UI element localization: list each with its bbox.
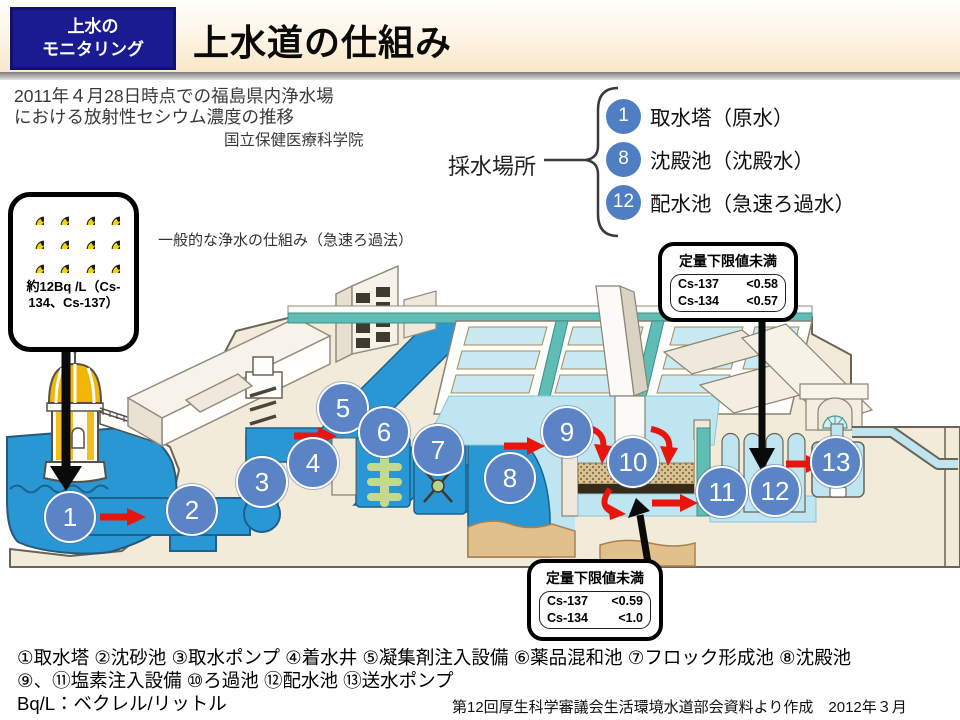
unit-note: Bq/L：ベクレル/リットル bbox=[17, 693, 227, 714]
walkway-slab bbox=[184, 373, 254, 413]
tag-line2: モニタリング bbox=[42, 39, 144, 59]
intro-line2: における放射性セシウム濃度の推移 bbox=[14, 107, 294, 127]
pump-building bbox=[126, 317, 332, 448]
sampling-item-distribution: 12 配水池（急速ろ過水） bbox=[606, 184, 855, 220]
isotope-value: <1.0 bbox=[618, 610, 643, 625]
legend-line2: ⑨、⑪塩素注入設備 ⑩ろ過池 ⑫配水池 ⑬送水ポンプ bbox=[17, 670, 454, 691]
step-marker-8: 8 bbox=[484, 452, 536, 504]
sampling-item-sedimentation: 8 沈殿池（沈殿水） bbox=[606, 141, 814, 177]
step-marker-13: 13 bbox=[810, 436, 862, 488]
isotope-label: Cs-134 bbox=[547, 610, 588, 625]
isotope-label: Cs-134 bbox=[678, 293, 719, 308]
step-marker-1: 1 bbox=[44, 491, 96, 543]
radiation-icon bbox=[78, 232, 95, 249]
intro-line1: 2011年４月28日時点での福島県内浄水場 bbox=[14, 86, 334, 106]
page-title: 上水道の仕組み bbox=[193, 22, 453, 63]
radiation-icon bbox=[52, 208, 69, 225]
raw-water-radiation-callout: 約12Bq /L（Cs-134、Cs-137） bbox=[8, 192, 139, 352]
sampling-item-label: 取水塔（原水） bbox=[650, 107, 794, 130]
isotope-label: Cs-137 bbox=[547, 594, 588, 608]
radiation-icon bbox=[103, 208, 120, 225]
callout-distribution-water: 定量下限値未満 Cs-137 <0.58 Cs-134 <0.57 bbox=[658, 242, 798, 322]
sampling-num-12: 12 bbox=[606, 184, 641, 220]
step-marker-7: 7 bbox=[412, 424, 464, 476]
sampling-item-label: 沈殿池（沈殿水） bbox=[650, 150, 814, 173]
tag-line1: 上水の bbox=[67, 16, 119, 36]
isotope-value: <0.59 bbox=[611, 594, 643, 608]
isotope-value: <0.58 bbox=[746, 277, 778, 291]
step-marker-10: 10 bbox=[607, 436, 659, 488]
radiation-value: 約12Bq /L（Cs-134、Cs-137） bbox=[26, 279, 121, 311]
filter-gravel-layer bbox=[578, 484, 694, 494]
sampling-num-8: 8 bbox=[606, 141, 641, 177]
legend-line1: ①取水塔 ②沈砂池 ③取水ポンプ ④着水井 ⑤凝集剤注入設備 ⑥薬品混和池 ⑦フ… bbox=[17, 647, 852, 668]
source-credit: 第12回厚生科学審議会生活環境水道部会資料より作成 2012年３月 bbox=[452, 699, 907, 716]
header-divider bbox=[0, 72, 960, 80]
radiation-icon bbox=[78, 256, 95, 273]
radiation-icon bbox=[27, 208, 44, 225]
radiation-icon bbox=[78, 208, 95, 225]
isotope-value: <0.57 bbox=[746, 293, 778, 308]
isotope-label: Cs-137 bbox=[678, 277, 719, 291]
radiation-icon bbox=[52, 256, 69, 273]
step-marker-6: 6 bbox=[358, 406, 410, 458]
step-marker-11: 11 bbox=[696, 466, 748, 518]
radiation-icon bbox=[27, 256, 44, 273]
mixer-icon bbox=[367, 455, 402, 507]
step-marker-3: 3 bbox=[236, 456, 288, 508]
callout-settled-water: 定量下限値未満 Cs-137 <0.59 Cs-134 <1.0 bbox=[527, 559, 663, 641]
pump-house bbox=[799, 383, 869, 431]
radiation-icon bbox=[27, 232, 44, 249]
callout-title: 定量下限値未満 bbox=[546, 570, 644, 586]
brace-icon bbox=[544, 86, 619, 238]
flow-arrows bbox=[100, 424, 824, 526]
monitoring-tag: 上水の モニタリング bbox=[10, 7, 176, 70]
sampling-item-intake: 1 取水塔（原水） bbox=[606, 98, 794, 134]
pointer-arrows bbox=[50, 322, 775, 564]
callout-values: Cs-137 <0.59 Cs-134 <1.0 bbox=[539, 591, 651, 629]
screw-icon bbox=[249, 386, 277, 426]
flocculator-icon bbox=[423, 469, 453, 503]
radiation-icon bbox=[103, 232, 120, 249]
step-marker-9: 9 bbox=[541, 406, 593, 458]
callout-title: 定量下限値未満 bbox=[679, 253, 777, 269]
sampling-num-1: 1 bbox=[606, 98, 641, 134]
intro-text: 2011年４月28日時点での福島県内浄水場 における放射性セシウム濃度の推移 bbox=[14, 86, 334, 128]
sampling-item-label: 配水池（急速ろ過水） bbox=[650, 193, 855, 216]
step-marker-2: 2 bbox=[166, 484, 218, 536]
step-marker-12: 12 bbox=[749, 465, 801, 517]
organization-name: 国立保健医療科学院 bbox=[224, 132, 364, 149]
step-marker-4: 4 bbox=[287, 437, 339, 489]
radiation-symbols bbox=[23, 208, 124, 273]
radiation-icon bbox=[103, 256, 120, 273]
treatment-plant-diagram bbox=[6, 264, 960, 568]
sampling-label: 採水場所 bbox=[448, 154, 537, 179]
radiation-icon bbox=[52, 232, 69, 249]
callout-values: Cs-137 <0.58 Cs-134 <0.57 bbox=[670, 274, 786, 312]
diagram-caption: 一般的な浄水の仕組み（急速ろ過法） bbox=[158, 232, 414, 249]
